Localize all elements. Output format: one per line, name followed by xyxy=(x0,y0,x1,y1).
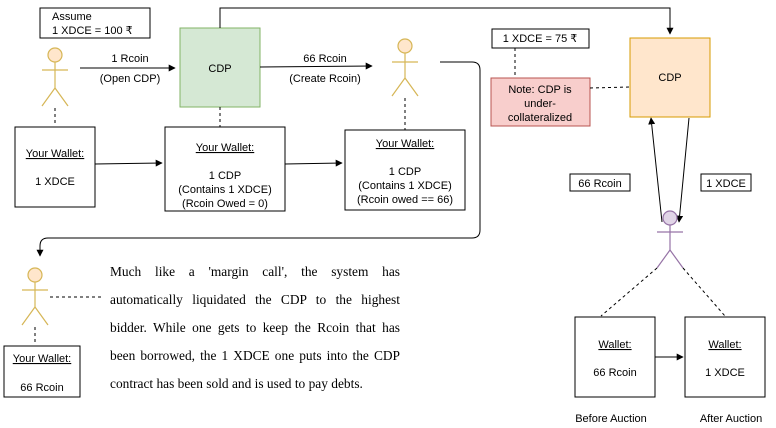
create-rcoin-action: (Create Rcoin) xyxy=(289,73,361,85)
create-rcoin-amount: 66 Rcoin xyxy=(303,53,346,65)
note-line1: Note: CDP is xyxy=(508,84,572,96)
wallet-before-content: 66 Rcoin xyxy=(593,367,636,379)
open-cdp-arrow: 1 Rcoin (Open CDP) xyxy=(80,53,176,85)
final-wallet-title: Your Wallet: xyxy=(13,353,72,365)
final-wallet: Your Wallet: 66 Rcoin xyxy=(3,345,81,398)
wallet-a: Your Wallet: 1 XDCE xyxy=(14,126,96,208)
final-user-person-icon xyxy=(21,267,49,326)
auction-xdce-label: 1 XDCE xyxy=(706,178,746,190)
price-drop-box: 1 XDCE = 75 ₹ xyxy=(491,28,590,49)
open-cdp-action: (Open CDP) xyxy=(100,73,161,85)
rcoin-label-box: 66 Rcoin xyxy=(569,173,631,192)
wallet-after-content: 1 XDCE xyxy=(705,367,745,379)
assume-line2: 1 XDCE = 100 ₹ xyxy=(52,25,133,37)
after-auction-caption: After Auction xyxy=(700,413,762,425)
wallet-b-line1: 1 CDP xyxy=(209,170,241,182)
wallet-b-title: Your Wallet: xyxy=(196,142,255,154)
wallet-c-line3: (Rcoin owed == 66) xyxy=(357,194,453,206)
assume-box: Assume 1 XDCE = 100 ₹ xyxy=(39,7,151,39)
wallet-before-auction: Wallet: 66 Rcoin xyxy=(574,316,656,398)
user-person-icon-2 xyxy=(391,38,419,97)
assume-line1: Assume xyxy=(52,11,92,23)
bidder-after-link xyxy=(682,267,726,317)
cdp-label: CDP xyxy=(208,63,231,75)
bidder-before-link xyxy=(600,267,658,317)
wallet-a-to-b-arrow xyxy=(94,159,163,167)
note-cdp-link xyxy=(589,86,631,89)
cdp-box: CDP xyxy=(179,27,261,108)
xdce-label-box: 1 XDCE xyxy=(700,173,752,192)
wallet-c-line2: (Contains 1 XDCE) xyxy=(358,180,452,192)
user-person-icon xyxy=(41,47,69,107)
wallet-b-line2: (Contains 1 XDCE) xyxy=(178,184,272,196)
open-cdp-amount: 1 Rcoin xyxy=(111,53,148,65)
wallet-c-line1: 1 CDP xyxy=(389,166,421,178)
note-line3: collateralized xyxy=(508,112,572,124)
wallet-before-title: Wallet: xyxy=(598,339,631,351)
note-line2: under- xyxy=(524,98,556,110)
wallet-b-line3: (Rcoin Owed = 0) xyxy=(182,198,268,210)
wallet-a-content: 1 XDCE xyxy=(35,176,75,188)
before-auction-caption: Before Auction xyxy=(575,413,647,425)
note-box: Note: CDP is under- collateralized xyxy=(490,77,591,127)
liquidated-cdp-box: CDP xyxy=(629,37,711,118)
liquidation-result-connector xyxy=(36,61,481,257)
cdp-releases-xdce-arrow xyxy=(676,117,690,223)
create-rcoin-arrow: 66 Rcoin (Create Rcoin) xyxy=(259,53,373,85)
cdp-to-liquidation-connector xyxy=(219,7,674,35)
wallet-c-title: Your Wallet: xyxy=(376,138,435,150)
wallet-after-title: Wallet: xyxy=(708,339,741,351)
bidder-person-icon xyxy=(656,210,684,269)
wallet-b-to-c-arrow xyxy=(284,159,343,167)
wallet-b: Your Wallet: 1 CDP (Contains 1 XDCE) (Rc… xyxy=(164,126,286,212)
wallet-c: Your Wallet: 1 CDP (Contains 1 XDCE) (Rc… xyxy=(344,129,466,211)
final-wallet-content: 66 Rcoin xyxy=(20,382,63,394)
wallet-after-auction: Wallet: 1 XDCE xyxy=(684,316,766,398)
bidder-pays-rcoin-arrow xyxy=(648,117,663,223)
liquidation-explanation: Much like a 'margin call', the system ha… xyxy=(110,264,400,391)
liquidated-cdp-label: CDP xyxy=(658,72,681,84)
wallet-a-title: Your Wallet: xyxy=(26,148,85,160)
price-drop-label: 1 XDCE = 75 ₹ xyxy=(503,33,578,45)
auction-rcoin-label: 66 Rcoin xyxy=(578,178,621,190)
